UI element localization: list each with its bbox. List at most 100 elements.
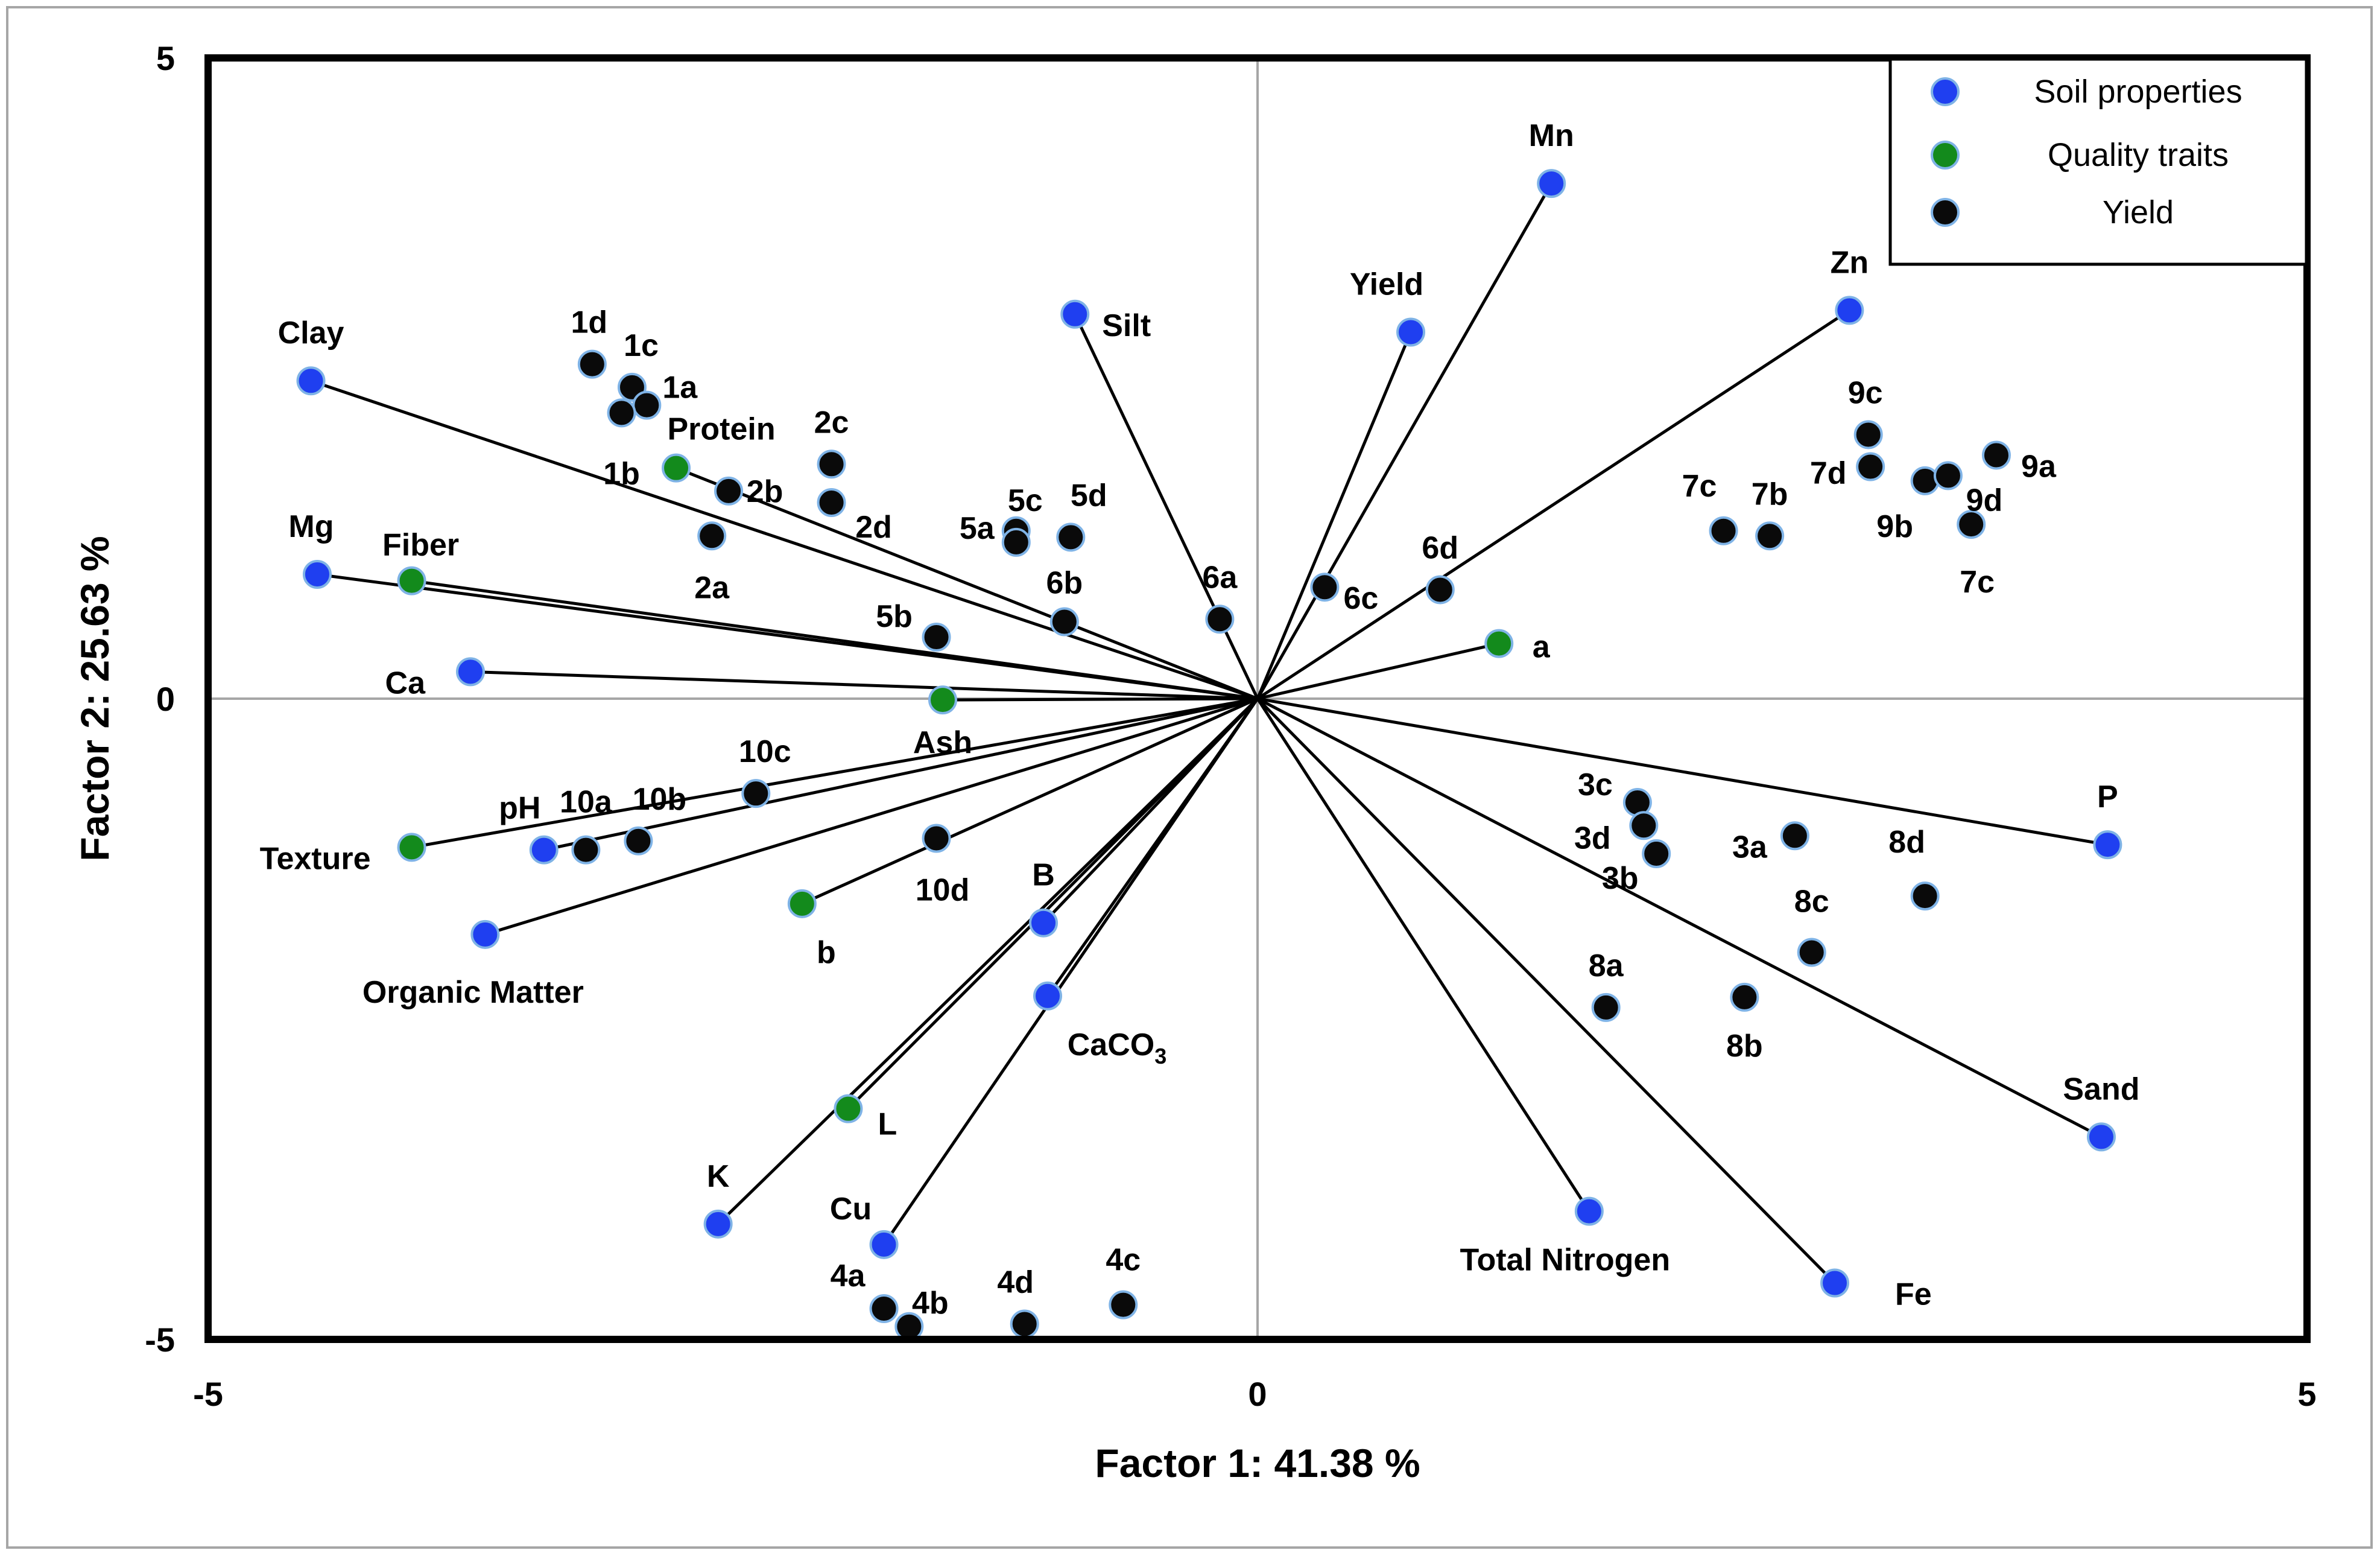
point-4a: [869, 1294, 899, 1324]
point-caco3: [1033, 981, 1062, 1011]
label-9b: 9b: [1876, 509, 1913, 544]
label-5d: 5d: [1071, 478, 1107, 513]
label-3d: 3d: [1574, 821, 1611, 856]
label-total-nitrogen: Total Nitrogen: [1460, 1243, 1671, 1278]
label-5a: 5a: [960, 511, 995, 546]
point-8b: [1730, 982, 1759, 1012]
vector-clay: [310, 379, 1258, 700]
label-cu: Cu: [830, 1192, 872, 1227]
label-k: K: [707, 1159, 730, 1194]
plot-area-border: [204, 54, 2311, 1343]
label-10a: 10a: [560, 785, 613, 820]
point-9a: [1981, 440, 2011, 470]
label-1c: 1c: [624, 328, 659, 363]
vector-silt: [1073, 313, 1259, 700]
vector-sand: [1256, 697, 2103, 1138]
point-sand: [2086, 1122, 2116, 1152]
label-2a: 2a: [694, 570, 730, 605]
y-axis-title: Factor 2: 25.63 %: [72, 536, 117, 861]
data-points: [296, 169, 2122, 1341]
point-mg: [302, 559, 332, 589]
point-k: [703, 1209, 733, 1239]
vector-zn: [1256, 309, 1850, 700]
point-9c: [1853, 420, 1883, 449]
point-zn: [1835, 296, 1864, 325]
label-9c: 9c: [1848, 375, 1883, 410]
legend-label: Yield: [2103, 194, 2174, 230]
point-ash: [928, 685, 957, 715]
label-fe: Fe: [1895, 1277, 1932, 1312]
point-10c: [741, 779, 771, 808]
point-l: [834, 1094, 863, 1123]
label-5c: 5c: [1008, 483, 1043, 518]
point-protein: [662, 453, 691, 483]
label-4c: 4c: [1106, 1243, 1141, 1278]
vector-fiber: [411, 579, 1258, 700]
vector-organic-matter: [484, 697, 1258, 936]
point-b: [1029, 908, 1059, 938]
label-10c: 10c: [739, 734, 791, 769]
loading-vectors: [310, 182, 2108, 1284]
x-tick-label: 0: [1248, 1375, 1267, 1413]
point-5c: [1001, 527, 1031, 557]
point-7b: [1755, 521, 1785, 551]
legend-marker-quality-traits: [1931, 141, 1960, 170]
vector-ca: [470, 670, 1258, 700]
label-zn: Zn: [1831, 245, 1869, 280]
label-8b: 8b: [1726, 1029, 1763, 1064]
point-7c: [1957, 510, 1986, 539]
label-8a: 8a: [1589, 948, 1624, 983]
point-3d: [1629, 811, 1659, 840]
vector-ph: [543, 697, 1258, 852]
label-protein: Protein: [667, 412, 775, 447]
vector-cu: [882, 697, 1259, 1246]
point-3b: [1642, 839, 1671, 869]
label-ca: Ca: [385, 665, 426, 700]
legend-label: Soil properties: [2034, 74, 2242, 110]
label-9d: 9d: [1966, 483, 2003, 518]
label-6d: 6d: [1422, 530, 1458, 565]
label-texture: Texture: [260, 841, 371, 876]
label-7c: 7c: [1960, 565, 1995, 600]
point-mn: [1537, 169, 1566, 198]
label-caco3: CaCO3: [1068, 1027, 1167, 1069]
point-texture: [397, 833, 426, 862]
point-organic-matter: [470, 919, 500, 949]
point-fe: [1820, 1268, 1849, 1298]
label-4b: 4b: [912, 1286, 949, 1321]
y-tick-label: -5: [145, 1321, 175, 1359]
x-tick-label: 5: [2297, 1375, 2316, 1413]
legend-marker-yield: [1931, 198, 1960, 227]
point-4d: [1010, 1309, 1039, 1339]
point-6d: [1425, 575, 1455, 605]
vector-p: [1257, 697, 2108, 846]
x-tick-label: -5: [193, 1375, 223, 1413]
label-a: a: [1533, 630, 1551, 665]
point-4c: [1109, 1290, 1138, 1319]
point-ph: [529, 835, 559, 865]
point-6a: [1205, 605, 1235, 634]
point-2d: [817, 488, 846, 518]
label-10d: 10d: [916, 873, 970, 908]
y-tick-label: 0: [156, 680, 175, 718]
label-p: P: [2097, 780, 2118, 815]
point-10b: [624, 826, 653, 856]
label-fiber: Fiber: [382, 528, 459, 563]
point-silt: [1060, 299, 1090, 329]
point-6c: [1310, 573, 1340, 602]
x-axis-title: Factor 1: 41.38 %: [1095, 1441, 1420, 1485]
point-a: [1484, 629, 1514, 658]
point-8d: [1910, 881, 1940, 911]
point-10d: [922, 824, 951, 853]
vector-ash: [942, 697, 1258, 702]
point-9d: [1933, 461, 1963, 491]
y-tick-label: 5: [156, 39, 175, 77]
vector-mn: [1256, 182, 1553, 700]
legend-marker-soil-properties: [1931, 77, 1960, 106]
vector-a: [1257, 642, 1499, 700]
label-8d: 8d: [1888, 825, 1925, 860]
label-6a: 6a: [1202, 560, 1238, 595]
label-3b: 3b: [1602, 861, 1639, 896]
